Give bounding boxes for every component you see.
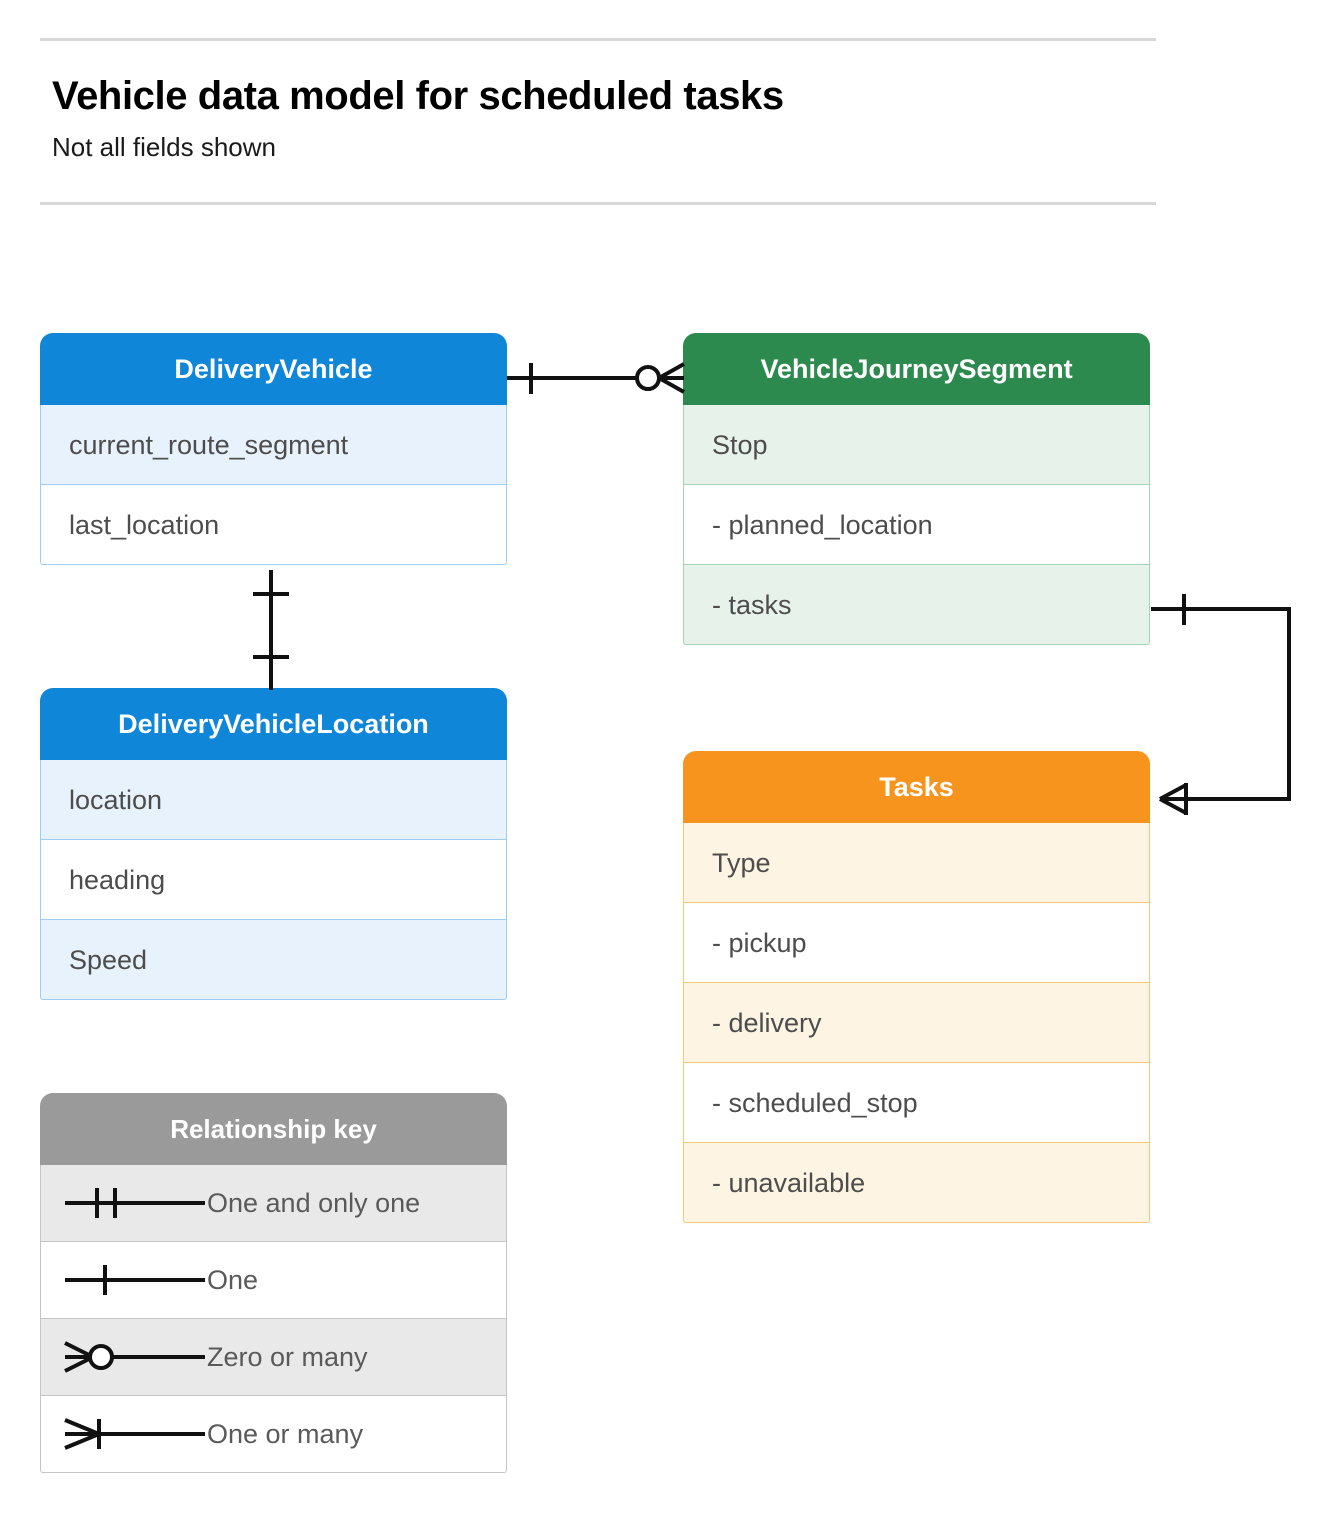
entity-field-row: current_route_segment [40,405,507,485]
entity-header-delivery-vehicle: DeliveryVehicle [40,333,507,405]
entity-vehicle-journey-segment[interactable]: VehicleJourneySegment Stop - planned_loc… [683,333,1150,645]
entity-field-row: heading [40,840,507,920]
connector-journey-segment-tasks-to-tasks [1151,594,1291,815]
entity-field-row: Speed [40,920,507,1000]
connector-delivery-vehicle-to-vehicle-location [253,570,289,690]
entity-field-row: Type [683,823,1150,903]
zero-or-many-icon [41,1319,207,1395]
legend-item-label: One and only one [207,1187,421,1218]
entity-field-row: Stop [683,405,1150,485]
legend-item-label: Zero or many [207,1341,368,1372]
entity-tasks[interactable]: Tasks Type - pickup - delivery - schedul… [683,751,1150,1223]
entity-field-row: - planned_location [683,485,1150,565]
connector-delivery-vehicle-to-journey-segment [507,362,685,394]
page-subtitle: Not all fields shown [52,132,276,162]
relationship-key-panel: Relationship key One and only one One [40,1093,507,1473]
legend-item: One [40,1242,507,1319]
one-icon [41,1242,207,1318]
entity-field-row: last_location [40,485,507,565]
legend-item: Zero or many [40,1319,507,1396]
entity-delivery-vehicle-location[interactable]: DeliveryVehicleLocation location heading… [40,688,507,1000]
entity-header-delivery-vehicle-location: DeliveryVehicleLocation [40,688,507,760]
entity-header-tasks: Tasks [683,751,1150,823]
page-title: Vehicle data model for scheduled tasks [52,74,784,118]
entity-field-row: location [40,760,507,840]
entity-field-row: - pickup [683,903,1150,983]
one-and-only-one-icon [41,1165,207,1241]
legend-item-label: One or many [207,1418,364,1449]
relationship-key-title: Relationship key [40,1093,507,1165]
one-or-many-icon [41,1396,207,1472]
legend-item: One or many [40,1396,507,1473]
entity-delivery-vehicle[interactable]: DeliveryVehicle current_route_segment la… [40,333,507,565]
entity-field-row: - unavailable [683,1143,1150,1223]
header-divider-bottom [40,202,1156,205]
entity-header-vehicle-journey-segment: VehicleJourneySegment [683,333,1150,405]
entity-field-row: - scheduled_stop [683,1063,1150,1143]
entity-field-row: - tasks [683,565,1150,645]
legend-item: One and only one [40,1165,507,1242]
header-divider-top [40,38,1156,41]
legend-item-label: One [207,1264,259,1295]
entity-field-row: - delivery [683,983,1150,1063]
